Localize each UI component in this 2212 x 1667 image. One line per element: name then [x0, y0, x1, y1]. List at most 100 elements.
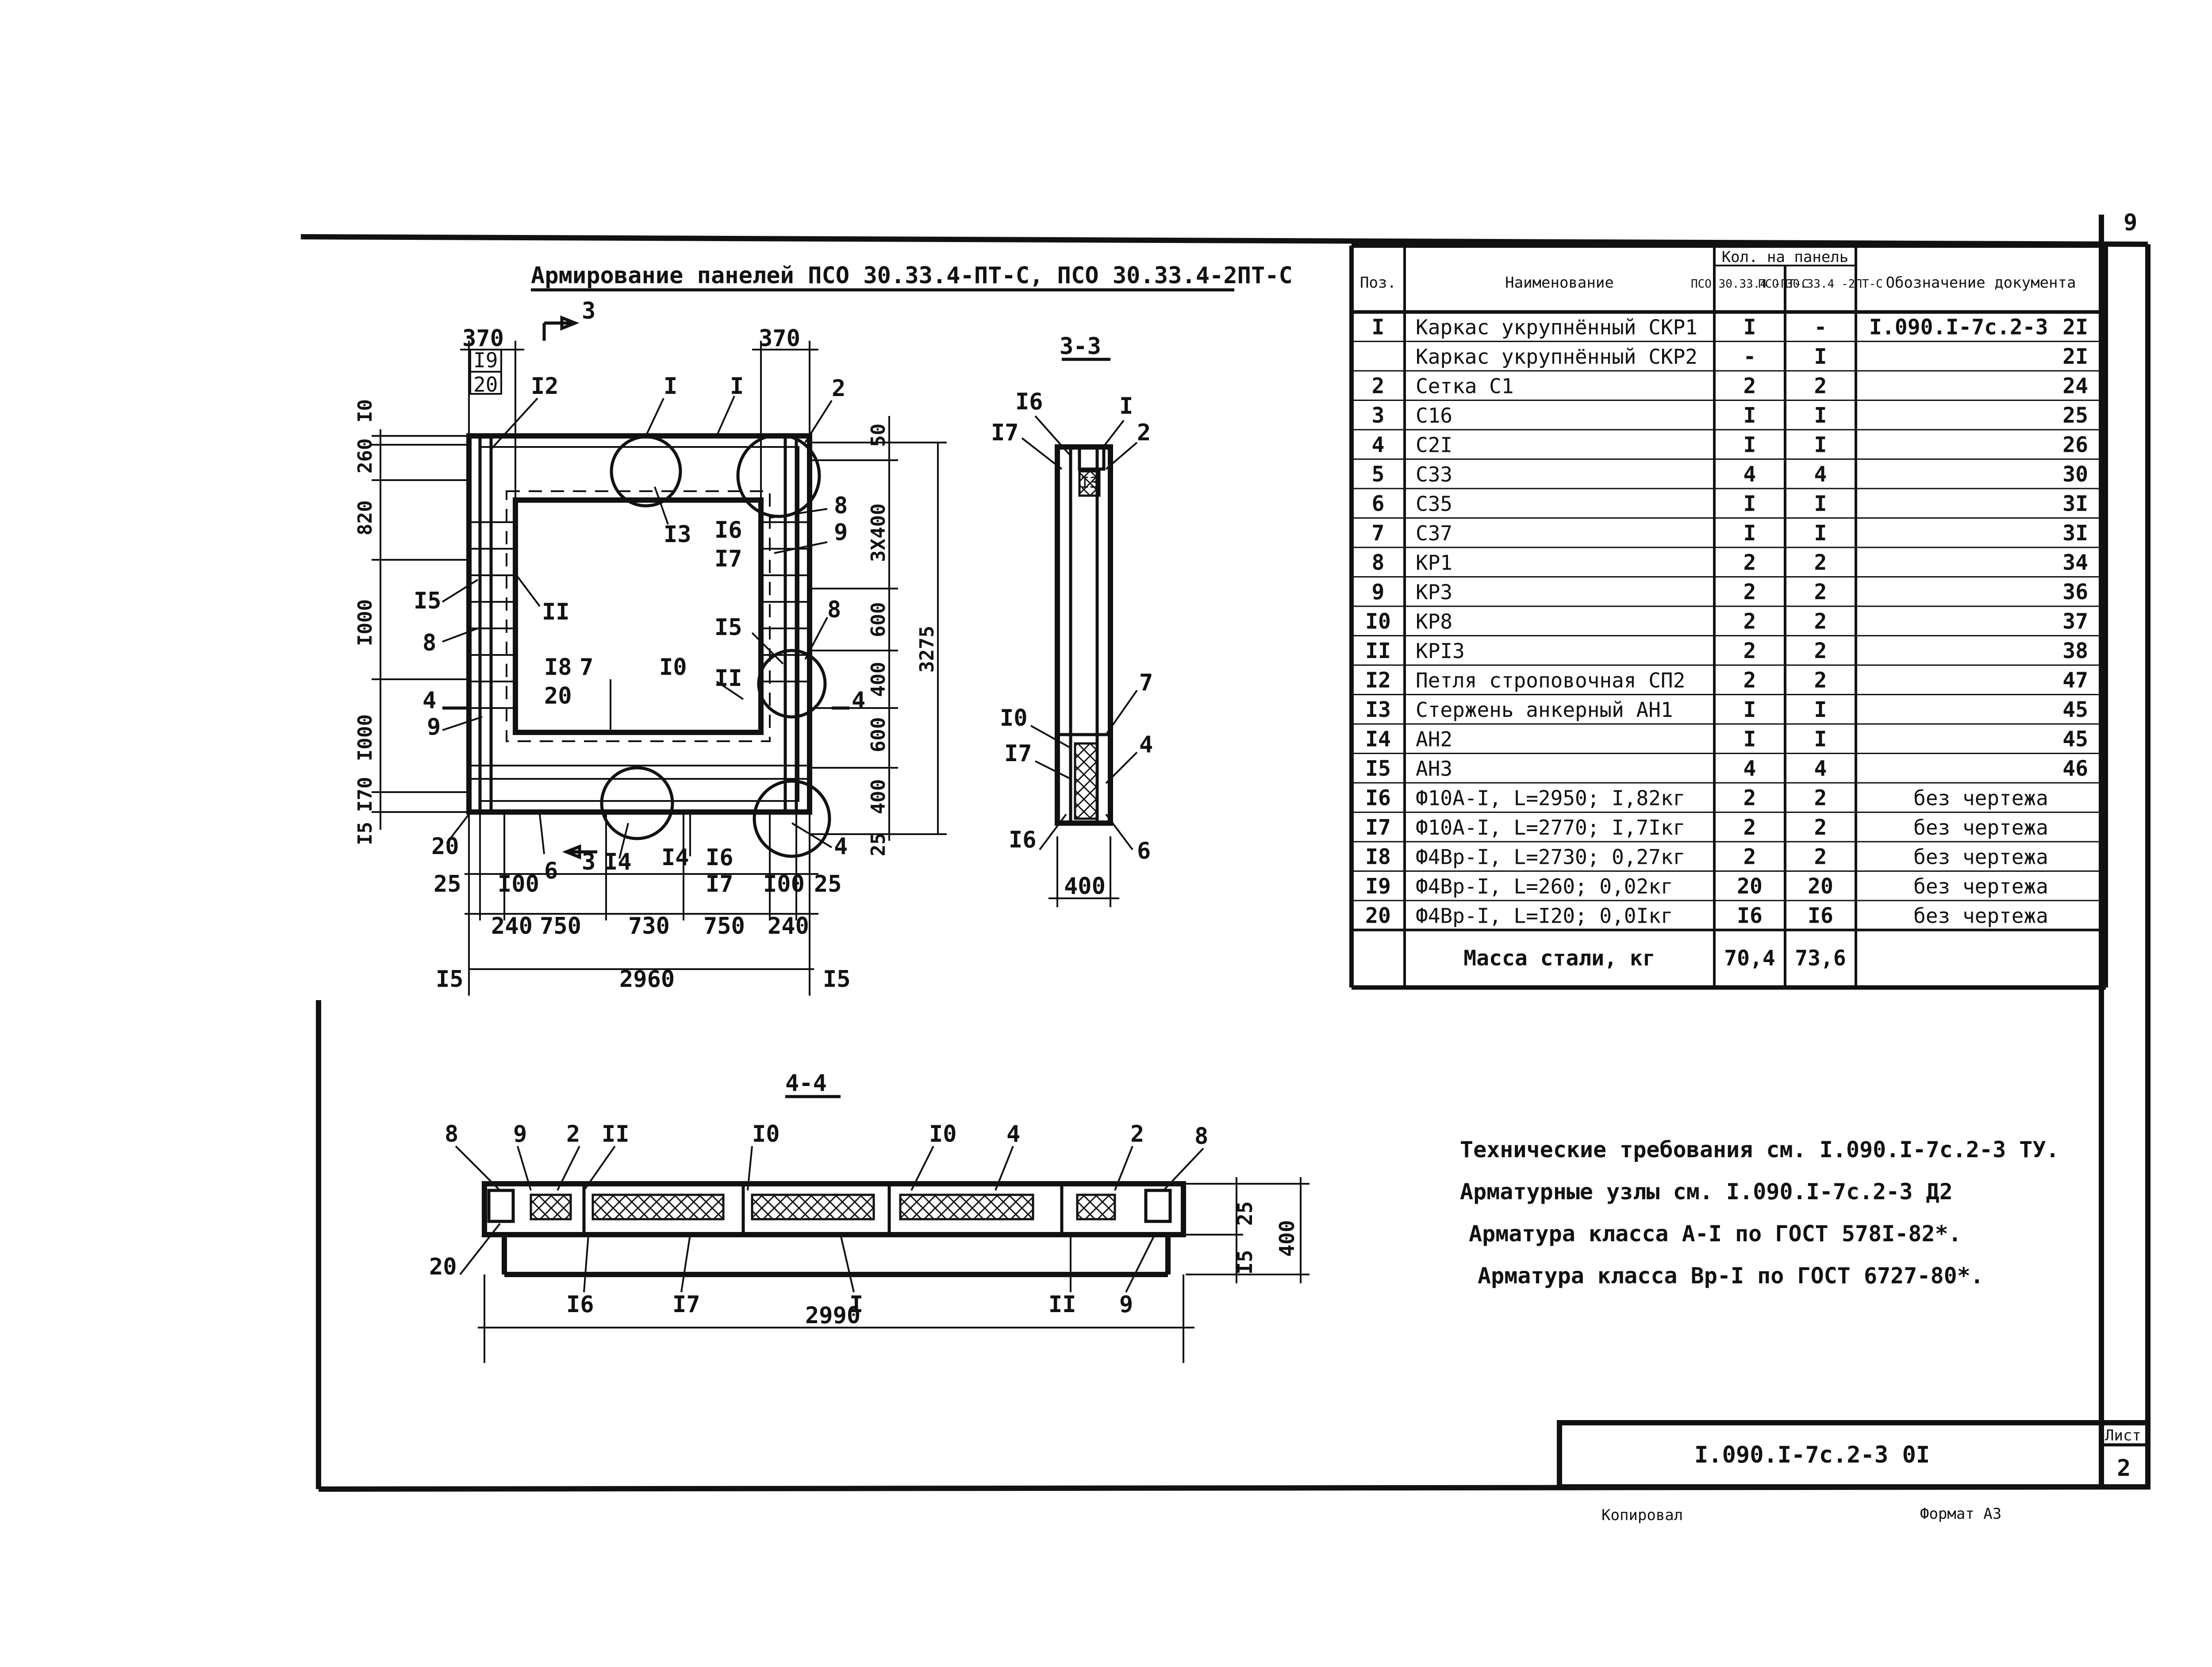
table-cell-qty1: I [1743, 521, 1756, 546]
s44-callout-2b: 2 [1130, 1121, 1144, 1147]
dim-bottom-100b: I00 [763, 871, 805, 897]
plan-callout-4a: 4 [422, 687, 436, 714]
plan-callout-i8: I8 [544, 654, 572, 681]
s33-callout-i: I [1119, 393, 1133, 420]
table-cell-qty2: 4 [1814, 756, 1827, 781]
table-cell-doc: без чертежа [1913, 786, 2048, 810]
table-cell-name: Ф4Вр-I, L=I20; 0,0Iкг [1416, 904, 1673, 928]
table-cell-name: КРI3 [1416, 639, 1465, 663]
table-cell-pos: I5 [1365, 756, 1391, 781]
dim-overall-width: 2960 [619, 966, 675, 993]
sheet-frame [300, 215, 2151, 1492]
plan-callout-ii-b: II [714, 665, 742, 692]
plan-callout-4c: 4 [834, 833, 848, 860]
table-cell-qty1: I [1743, 403, 1756, 428]
table-cell-name: КР1 [1416, 551, 1452, 575]
dim-left-260: 260 [354, 439, 376, 474]
table-cell-pos: 9 [1372, 580, 1385, 604]
table-cell-name: С33 [1416, 462, 1452, 486]
table-cell-qty1: 2 [1743, 845, 1756, 870]
s44-callout-ii-b: II [1048, 1291, 1076, 1318]
s33-callout-6: 6 [1137, 838, 1151, 864]
s44-callout-9a: 9 [513, 1121, 527, 1147]
table-cell-qty1: 2 [1743, 551, 1756, 575]
s33-callout-i0: I0 [1000, 705, 1028, 731]
plan-callout-i4-a: I4 [604, 849, 632, 875]
table-cell-pos: 8 [1372, 551, 1385, 575]
table-cell-pos: 7 [1372, 521, 1385, 546]
notes: Технические требования см. I.090.I-7с.2-… [1460, 1137, 2059, 1289]
table-cell-qty2: I6 [1808, 904, 1833, 928]
section-4-4: 4-4 25 I5 400 [429, 1070, 1310, 1363]
table-cell-pos: I7 [1365, 815, 1391, 840]
table-cell-qty2: I [1814, 403, 1827, 428]
table-cell-pos: I2 [1365, 668, 1391, 693]
dim-left-1000a: I000 [354, 599, 376, 646]
footer-format: Формат А3 [1920, 1505, 2001, 1523]
table-cell-qty2: 2 [1814, 374, 1827, 399]
plan-callout-i-b: I [730, 373, 744, 400]
dim-small-top-1: I9 [473, 348, 498, 372]
plan-callout-i3: I3 [664, 521, 691, 548]
s33-callout-4: 4 [1139, 731, 1153, 758]
table-cell-pos: 5 [1372, 462, 1385, 487]
table-cell-qty2: 20 [1808, 874, 1833, 899]
table-header-pos: Поз. [1360, 274, 1396, 292]
dim-right-600a: 600 [867, 602, 890, 637]
table-cell-name: Каркас укрупнённый СКР2 [1416, 345, 1697, 369]
table-cell-qty2: 2 [1814, 668, 1827, 693]
table-cell-qty1: I [1743, 315, 1756, 340]
table-cell-page: 3I [2062, 492, 2088, 516]
table-cell-name: С16 [1416, 404, 1452, 427]
s33-callout-7: 7 [1139, 670, 1153, 696]
dim-left-15: I5 [354, 822, 376, 845]
table-cell-doc: без чертежа [1913, 816, 2048, 839]
table-total-qty1: 70,4 [1724, 946, 1775, 971]
footer-copied: Копировал [1601, 1506, 1683, 1524]
s33-callout-i6: I6 [1015, 389, 1043, 415]
plan-view: Армирование панелей ПСО 30.33.4-ПТ-С, ПС… [354, 262, 1293, 996]
s44-callout-ii-a: II [602, 1121, 630, 1147]
table-cell-name: Ф4Вр-I, L=260; 0,02кг [1416, 874, 1673, 898]
table-cell-page: 36 [2062, 580, 2088, 604]
dim-right-400b: 400 [867, 779, 890, 814]
table-cell-name: АН3 [1416, 757, 1452, 781]
table-cell-doc: без чертежа [1913, 874, 2048, 898]
dim-left-10: I0 [354, 399, 376, 423]
table-cell-name: АН2 [1416, 728, 1452, 751]
dim-bottom-240a: 240 [491, 913, 533, 939]
table-cell-name: Ф10А-I, L=2770; I,7Iкг [1416, 816, 1685, 839]
table-header-doc: Обозначение документа [1886, 274, 2076, 292]
table-cell-qty2: 2 [1814, 580, 1827, 604]
table-cell-name: КР8 [1416, 610, 1452, 634]
table-cell-qty1: 2 [1743, 609, 1756, 634]
dim-left-1000b: I000 [354, 714, 376, 761]
table-cell-qty2: I [1814, 344, 1827, 369]
section-3-3: 3-3 I3 400 I6 I I7 2 7 [991, 333, 1153, 907]
table-cell-name: С2I [1416, 433, 1452, 457]
table-cell-qty2: 2 [1814, 639, 1827, 663]
dim-right-25: 25 [867, 833, 890, 856]
table-cell-pos: 6 [1372, 492, 1385, 516]
table-cell-pos: II [1365, 639, 1391, 663]
table-cell-qty1: I [1743, 492, 1756, 516]
dim-top-right: 370 [759, 325, 800, 352]
table-cell-qty1: 2 [1743, 815, 1756, 840]
s44-callout-4: 4 [1006, 1121, 1020, 1147]
section-3-3-inner-label: I3 [1080, 474, 1098, 492]
plan-callout-i5-a: I5 [414, 588, 442, 614]
table-cell-qty2: I [1814, 433, 1827, 458]
table-cell-qty1: I [1743, 697, 1756, 722]
table-cell-qty1: I [1743, 727, 1756, 752]
table-cell-pos: I4 [1365, 727, 1391, 752]
table-cell-qty1: 2 [1743, 639, 1756, 663]
s44-callout-2a: 2 [566, 1121, 580, 1147]
table-cell-pos: 4 [1372, 433, 1385, 458]
plan-callout-i-a: I [664, 373, 677, 400]
table-cell-pos: I0 [1365, 609, 1391, 634]
table-cell-pos: 2 [1372, 374, 1385, 399]
s44-callout-9b: 9 [1119, 1291, 1133, 1318]
plan-callout-7: 7 [580, 654, 593, 681]
table-cell-doc: I.090.I-7с.2-3 [1869, 315, 2048, 340]
